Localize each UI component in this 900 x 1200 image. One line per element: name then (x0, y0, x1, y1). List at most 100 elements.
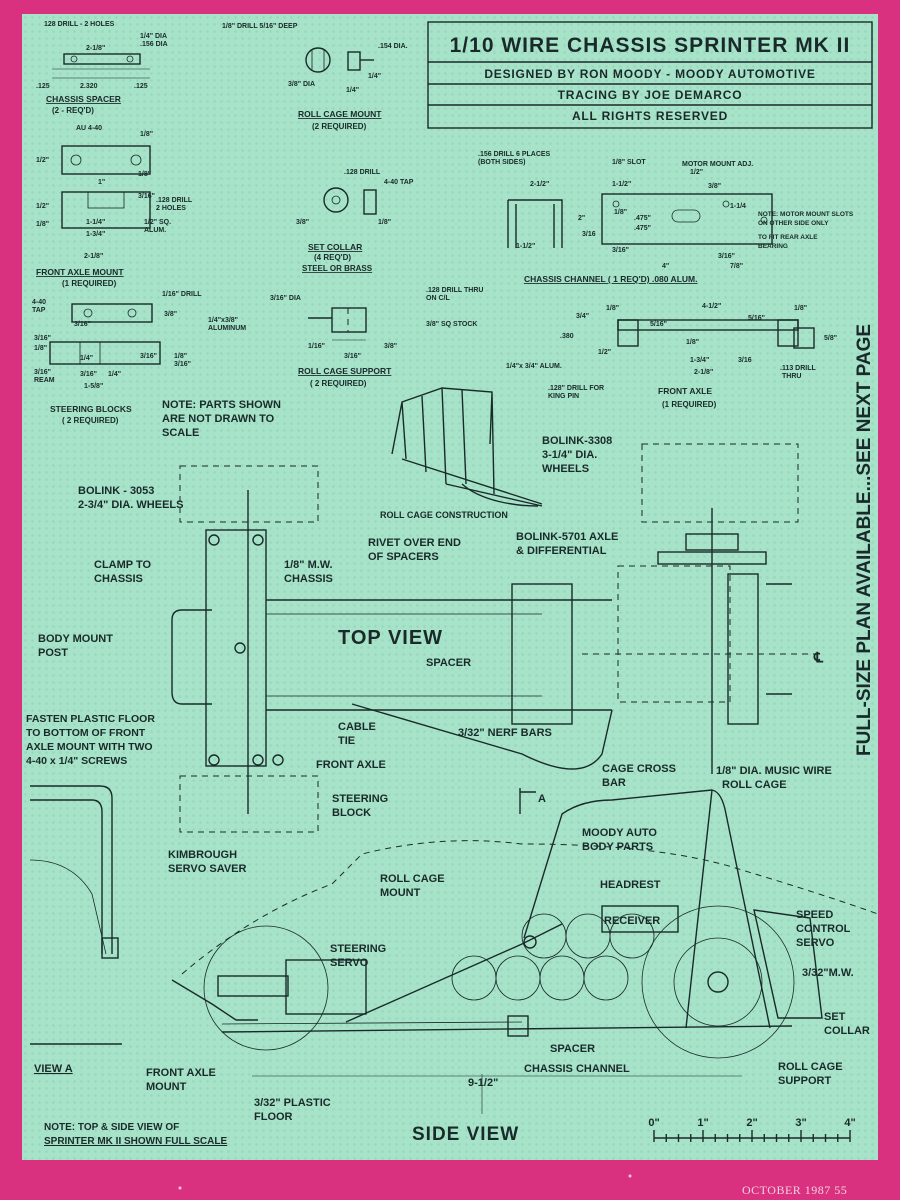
fam-note-1: 1/8" (140, 131, 153, 138)
fa-note-2: 1/8" (794, 305, 807, 312)
side-label-16: STEERING (330, 943, 386, 955)
view-a-drawing: VIEW A (29, 785, 122, 1075)
collar-note-2: 3/8" (296, 219, 309, 226)
side-label-7: KIMBROUGH (168, 849, 237, 861)
side-label-21: SPACER (550, 1043, 595, 1055)
cc-note-22: BEARING (758, 243, 788, 250)
fam-note-5: 1/8" (138, 171, 151, 178)
top-label-13: BODY MOUNT (38, 633, 113, 645)
fam-note-3: 1" (98, 179, 105, 186)
fa-note-4: 5/16" (650, 321, 667, 328)
fa-note-3: 3/4" (576, 313, 589, 320)
sb-note-11: 1/8" (174, 353, 187, 360)
roll-cage-mount-detail: 1/8" DRILL 5/16" DEEP .154 DIA. 3/8" DIA… (222, 23, 408, 131)
fa-qty: (1 REQUIRED) (662, 400, 717, 409)
side-label-9: ROLL CAGE (380, 873, 445, 885)
collar-title: SET COLLAR (308, 242, 362, 252)
rcs-note-3: 3/8" SQ STOCK (426, 321, 477, 328)
front-axle-mount-detail: AU 4-40 1/8" 1/2" 1" 3/16" 1/8" .128 DRI… (36, 125, 193, 288)
spacer-note-6: .125 (134, 83, 148, 90)
scale-label-4: 4" (844, 1117, 855, 1129)
sb-note-7: 3/16" (34, 335, 51, 342)
scale-label-3: 3" (795, 1117, 806, 1129)
side-label-10: MOUNT (380, 887, 421, 899)
spacer-note-1: 1/4" DIA (140, 33, 167, 40)
top-label-24: STEERING (332, 793, 388, 805)
fa-note-17: KING PIN (548, 393, 579, 400)
side-label-12: RECEIVER (604, 915, 660, 927)
cc-title: CHASSIS CHANNEL ( 1 REQ'D) .080 ALUM. (524, 274, 697, 284)
full-size-plan-banner: FULL-SIZE PLAN AVAILABLE...SEE NEXT PAGE (854, 324, 875, 756)
collar-note-1: 4-40 TAP (384, 179, 414, 186)
designer-credit: DESIGNED BY RON MOODY - MOODY AUTOMOTIVE (484, 67, 815, 81)
fa-note-14: .113 DRILL (780, 365, 817, 372)
sb-note-17: 1-5/8" (84, 383, 103, 390)
top-label-18: AXLE MOUNT WITH TWO (26, 741, 153, 753)
rcm-note-3: 1/4" (346, 87, 359, 94)
fam-note-7: 2 HOLES (156, 205, 186, 212)
sb-note-3: 3/8" (164, 311, 177, 318)
rear-wheel-top (641, 443, 799, 523)
scale-note-line-2: SCALE (162, 427, 199, 439)
side-label-27: MOUNT (146, 1081, 187, 1093)
fa-note-0: 1/8" (606, 305, 619, 312)
cc-note-13: 3/16 (582, 231, 596, 238)
top-label-5: CLAMP TO (94, 559, 151, 571)
fam-note-13: 1-3/4" (86, 231, 105, 238)
cc-note-6: 1-1/2" (612, 181, 631, 188)
side-label-23: ROLL CAGE (778, 1061, 843, 1073)
not-to-scale-note: NOTE: PARTS SHOWN ARE NOT DRAWN TO SCALE (162, 399, 281, 439)
side-label-13: SPEED (796, 909, 833, 921)
chassis-spacer-detail: 128 DRILL - 2 HOLES 1/4" DIA .156 DIA 2-… (36, 21, 168, 115)
fam-title: FRONT AXLE MOUNT (36, 267, 124, 277)
side-label-0: A (538, 793, 546, 805)
top-label-12: & DIFFERENTIAL (516, 545, 607, 557)
rcs-note-1: .128 DRILL THRU (426, 287, 483, 294)
blueprint-drawing: 1/10 WIRE CHASSIS SPRINTER MK II DESIGNE… (26, 21, 878, 1147)
rcs-note-5: 3/16" (344, 353, 361, 360)
cc-note-19: NOTE: MOTOR MOUNT SLOTS (758, 211, 854, 218)
scale-label-1: 1" (697, 1117, 708, 1129)
top-label-0: BOLINK - 3053 (78, 485, 154, 497)
sb-note-8: 1/8" (34, 345, 47, 352)
fa-note-9: 1/8" (686, 339, 699, 346)
collar-qty: (4 REQ'D) (314, 253, 351, 262)
side-label-17: SERVO (330, 957, 369, 969)
side-label-14: CONTROL (796, 923, 851, 935)
cc-note-18: 7/8" (730, 263, 743, 270)
top-label-10: OF SPACERS (368, 551, 439, 563)
side-label-6: BODY PARTS (582, 841, 653, 853)
sb-note-2: 1/16" DRILL (162, 291, 202, 298)
rcs-qty: ( 2 REQUIRED) (310, 379, 367, 388)
spacer-note-0: 128 DRILL - 2 HOLES (44, 21, 115, 28)
scale-bar: 0" 1" 2" 3" 4" (648, 1117, 856, 1142)
side-label-29: 3/32" PLASTIC (254, 1097, 331, 1109)
top-view-title: TOP VIEW (338, 627, 443, 649)
cc-note-10: 1/8" (614, 209, 627, 216)
sb-note-4: 3/16" (74, 321, 91, 328)
rights-notice: ALL RIGHTS RESERVED (572, 109, 728, 123)
rcs-title: ROLL CAGE SUPPORT (298, 366, 392, 376)
cc-note-5: 2-1/2" (530, 181, 549, 188)
spacer-note-3: 2-1/8" (86, 45, 105, 52)
top-label-21: TIE (338, 735, 355, 747)
full-size-plan-text: FULL-SIZE PLAN AVAILABLE...SEE NEXT PAGE (854, 324, 875, 756)
side-view-drawing: A CAGE CROSS BAR 1/8" DIA. MUSIC WIRE RO… (146, 763, 878, 1145)
fam-note-4: 3/16" (138, 193, 155, 200)
bottom-note-line-1: SPRINTER MK II SHOWN FULL SCALE (44, 1136, 227, 1147)
rcm-note-4: 1/4" (368, 73, 381, 80)
fa-note-7: 5/8" (824, 335, 837, 342)
scale-label-2: 2" (746, 1117, 757, 1129)
steering-blocks-detail: 4-40 TAP 1/16" DRILL 3/8" 3/16" 1/4"x3/8… (32, 291, 246, 425)
top-label-16: FASTEN PLASTIC FLOOR (26, 713, 155, 725)
collar-note-3: 1/8" (378, 219, 391, 226)
cc-note-7: 3/8" (708, 183, 721, 190)
fa-note-13: 2-1/8" (694, 369, 713, 376)
rcs-note-2: ON C/L (426, 295, 450, 302)
rcm-note-1: .154 DIA. (378, 43, 408, 50)
sb-note-9: 1/4" (80, 355, 93, 362)
sb-note-0: 4-40 (32, 299, 46, 306)
cc-note-1: (BOTH SIDES) (478, 159, 525, 166)
collar-note-0: .128 DRILL (344, 169, 381, 176)
fam-note-11: ALUM. (144, 227, 166, 234)
